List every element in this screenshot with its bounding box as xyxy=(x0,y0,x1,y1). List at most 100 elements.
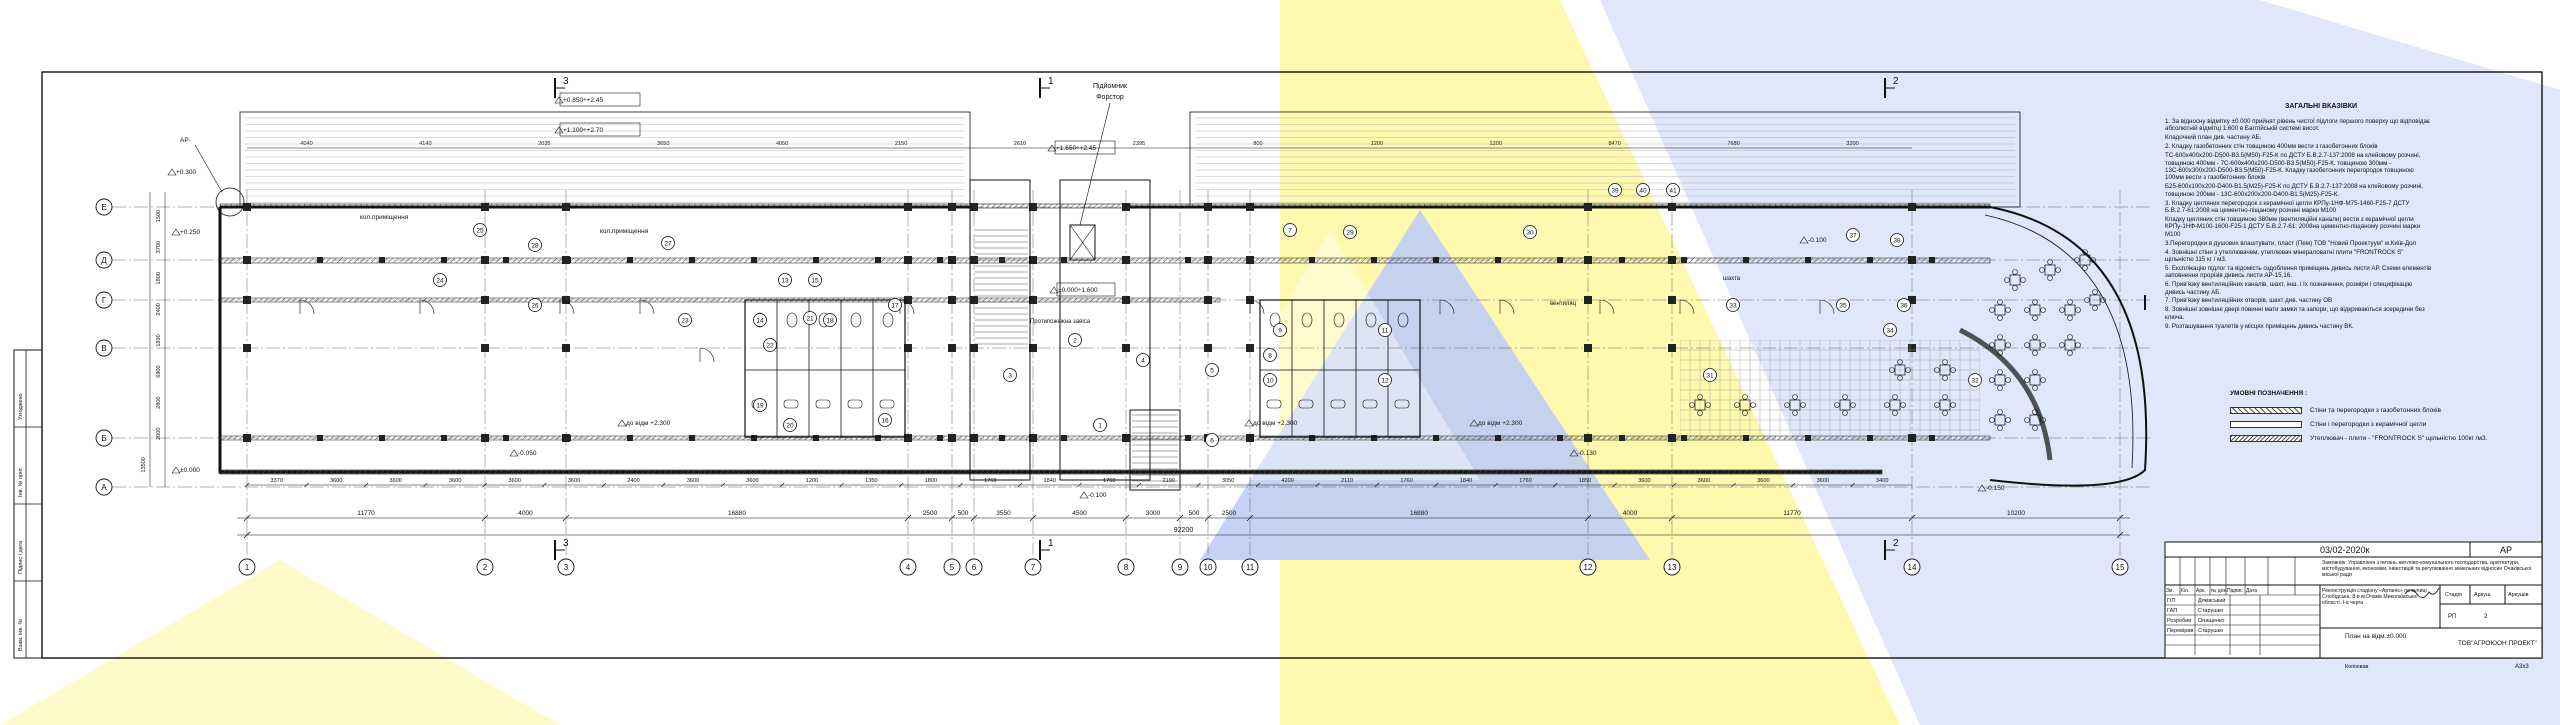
axis-bubble xyxy=(238,558,256,576)
tick xyxy=(1246,514,1254,522)
chair xyxy=(1989,417,1995,423)
note-item: Кладку цегляних стін товщиною 380мм (вен… xyxy=(2165,215,2421,238)
tick xyxy=(2116,514,2124,522)
chair xyxy=(1905,367,1911,373)
vent-label: вентиляц xyxy=(1550,301,1577,307)
column xyxy=(562,203,570,211)
chair xyxy=(2100,297,2106,303)
table xyxy=(1894,364,1906,376)
chair xyxy=(2032,315,2038,321)
tick xyxy=(244,482,250,488)
mark-box xyxy=(559,122,641,137)
room-number: 11 xyxy=(1382,328,1389,335)
detail-circle xyxy=(215,187,245,217)
level-arrow xyxy=(1799,236,1809,244)
tick xyxy=(1122,514,1130,522)
column xyxy=(1122,203,1130,211)
room-number: 20 xyxy=(786,423,794,430)
level-mark: -0.100 xyxy=(1808,237,1827,244)
column xyxy=(1929,257,1935,263)
note-item: 2. Кладку газобетонних стін товщиною 400… xyxy=(2165,143,2378,151)
room-number: 17 xyxy=(891,303,899,310)
ar-callout: АР- xyxy=(180,137,191,144)
room-number: 38 xyxy=(1893,238,1901,245)
chair xyxy=(2004,277,2010,283)
axis-bubble xyxy=(1579,558,1597,576)
column xyxy=(1029,344,1037,352)
table xyxy=(1789,399,1801,411)
interior-wall xyxy=(219,297,1221,303)
axis-dim: 11770 xyxy=(357,510,375,517)
role-name: Старушко xyxy=(2198,608,2223,614)
room-number: 13 xyxy=(781,278,789,285)
room-number: 18 xyxy=(826,318,834,325)
room-number: 4 xyxy=(1141,358,1145,365)
column xyxy=(689,257,695,263)
chair xyxy=(2040,342,2046,348)
legend-item: Утеплювач - плити - "FRONTROCK S" щільні… xyxy=(2230,431,2487,445)
bottom-dim: 3600 xyxy=(687,478,699,484)
level-arrow xyxy=(167,168,177,176)
table xyxy=(1739,399,1751,411)
tb-description: Замовник: Управління з питань житлово-ко… xyxy=(2322,560,2532,579)
rev-header: Дата xyxy=(2246,588,2257,594)
bottom-dim: 1760 xyxy=(984,478,996,484)
tick xyxy=(1850,482,1855,488)
note-item: 8. Зовнішні зовнішні двері повинні мати … xyxy=(2165,306,2425,321)
room-number: 26 xyxy=(531,303,539,310)
room-marker xyxy=(1263,348,1277,362)
level-mark: +0.850÷+2.45 xyxy=(563,97,603,104)
door-swing xyxy=(699,347,715,363)
stage-value: РП xyxy=(2448,614,2456,620)
mark-box xyxy=(1056,282,1116,297)
chair xyxy=(2092,305,2098,311)
room-marker xyxy=(1343,225,1357,239)
tick xyxy=(1731,482,1736,488)
room-number: 10 xyxy=(1266,378,1274,385)
axis-bubble xyxy=(1241,558,1259,576)
left-stamp-label: Взам. інв. № xyxy=(18,619,24,651)
chair xyxy=(2040,307,2046,313)
column xyxy=(948,344,956,352)
bottom-dim: 1800 xyxy=(925,478,937,484)
table xyxy=(1994,304,2006,316)
bottom-dim: 3600 xyxy=(389,478,401,484)
column xyxy=(1619,257,1625,263)
chair xyxy=(2005,417,2011,423)
legend: УМОВНІ ПОЗНАЧЕННЯ : Стіни та перегородки… xyxy=(2230,390,2487,445)
bottom-dim: 3370 xyxy=(271,478,283,484)
leader xyxy=(194,144,223,193)
role-label: Перевірив xyxy=(2167,628,2193,634)
bottom-dim: 2110 xyxy=(1341,478,1353,484)
table xyxy=(2029,304,2041,316)
note-item: ТС-600х400х200-D500-B3.5(М50)-F25-К по Д… xyxy=(2165,152,2421,182)
chair xyxy=(2032,385,2038,391)
note-item: 3. Кладку цегляних перегородок з кераміч… xyxy=(2165,199,2410,214)
chair xyxy=(1792,394,1798,400)
axis-label: 12 xyxy=(1584,563,1593,572)
room-marker xyxy=(763,338,777,352)
axis-label: 2 xyxy=(483,563,488,572)
wc-fixture xyxy=(882,312,894,328)
room-number: 25 xyxy=(476,228,484,235)
sink xyxy=(815,399,831,409)
column xyxy=(937,435,943,441)
chair xyxy=(1750,402,1756,408)
bottom-dim: 1760 xyxy=(1519,478,1531,484)
column xyxy=(1122,296,1130,304)
axis-dim: 4500 xyxy=(1072,510,1087,517)
chair xyxy=(2055,267,2061,273)
tick xyxy=(1612,482,1617,488)
chair xyxy=(2074,257,2080,263)
axis-label: В xyxy=(101,344,106,353)
column xyxy=(1371,435,1377,441)
room-number: 2 xyxy=(1073,338,1077,345)
chair xyxy=(2032,350,2038,356)
chair xyxy=(1989,377,1995,383)
level-mark: ±0.000÷1.600 xyxy=(1058,287,1098,294)
room-number: 12 xyxy=(1381,378,1389,385)
level-arrow xyxy=(554,96,564,104)
chair xyxy=(1997,409,2003,415)
